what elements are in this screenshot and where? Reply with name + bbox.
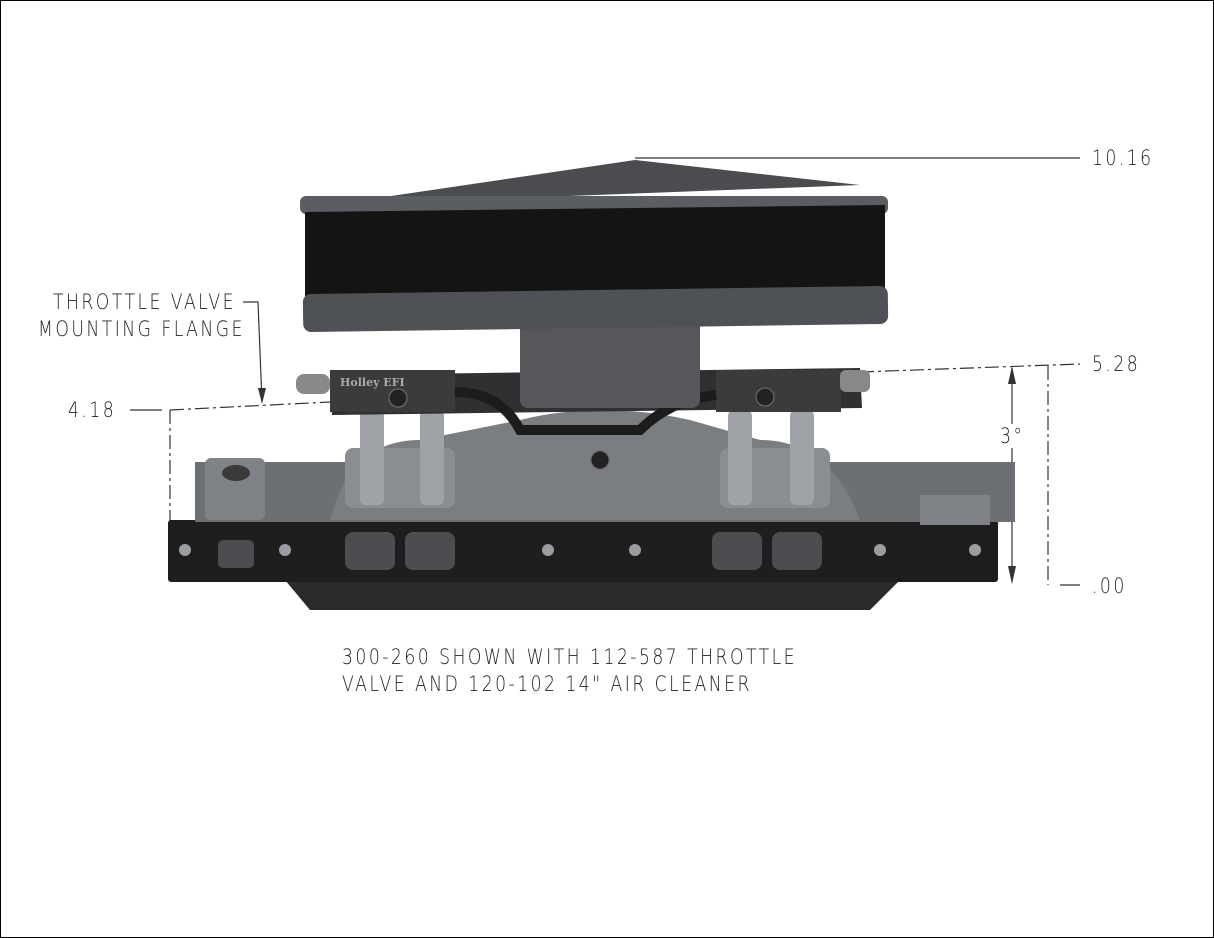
- air-cleaner: [300, 160, 889, 332]
- callout-arrow-icon: [258, 388, 266, 404]
- dimension-5-28: 5.28: [1092, 352, 1141, 376]
- dimension-arrows: [258, 366, 1016, 584]
- angle-label: 3°: [1000, 424, 1025, 448]
- caption-line-2: VALVE AND 120-102 14" AIR CLEANER: [342, 672, 752, 696]
- dimension-10-16: 10.16: [1092, 146, 1154, 170]
- callout-leader: [243, 301, 263, 403]
- caption-line-1: 300-260 SHOWN WITH 112-587 THROTTLE: [342, 645, 798, 669]
- arrow-down-icon: [1008, 566, 1016, 584]
- dimension-4-18: 4.18: [68, 398, 117, 422]
- holley-logo: Holley EFI: [340, 376, 405, 389]
- callout-line-1: THROTTLE VALVE: [53, 290, 236, 314]
- callout-line-2: MOUNTING FLANGE: [38, 317, 245, 341]
- dimension-base: .00: [1092, 574, 1127, 598]
- flange-reference-line: [169, 401, 331, 411]
- throttle-valve: Holley EFI: [296, 318, 870, 470]
- arrow-up-icon: [1008, 366, 1016, 384]
- intake-manifold: [168, 410, 1015, 610]
- leader-5-28: [859, 363, 1081, 373]
